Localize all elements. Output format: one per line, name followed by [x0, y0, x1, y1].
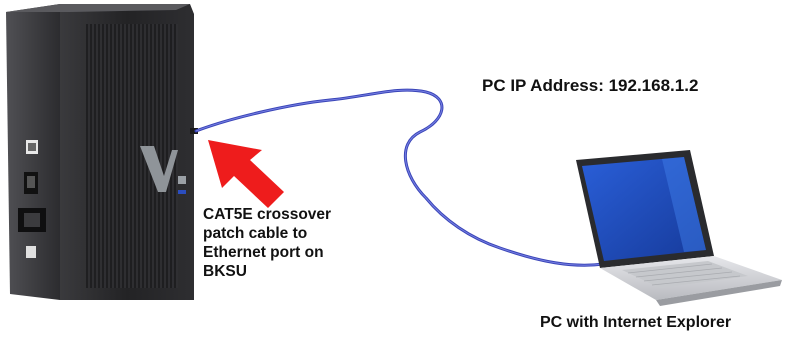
pc-caption-label: PC with Internet Explorer: [540, 314, 732, 331]
cable-label-line: patch cable to: [203, 225, 308, 242]
laptop-icon: [576, 150, 782, 306]
cable-label-line: CAT5E crossover: [203, 206, 332, 223]
cable-description-label: CAT5E crossover patch cable to Ethernet …: [203, 205, 403, 281]
device-ports: [18, 140, 46, 258]
bksu-device-icon: [6, 4, 198, 300]
v-logo-icon: [140, 146, 186, 194]
red-pointer-arrow-icon: [208, 140, 284, 208]
cable-label-line: Ethernet port on: [203, 244, 324, 261]
pc-ip-address-label: PC IP Address: 192.168.1.2: [482, 76, 699, 95]
cable-label-line: BKSU: [203, 263, 247, 280]
